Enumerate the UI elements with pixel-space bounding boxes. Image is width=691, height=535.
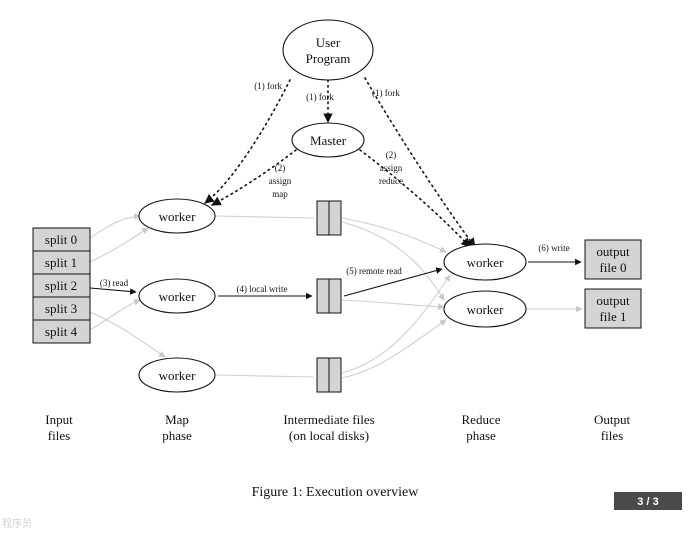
- split-label-2: split 2: [45, 278, 77, 293]
- map-worker-2: worker: [138, 278, 216, 314]
- edge-split0-to-worker1: [89, 213, 141, 239]
- label-remote-read: (5) remote read: [346, 266, 402, 276]
- reduce-worker-1: worker: [443, 243, 527, 281]
- map-worker-1: worker: [138, 198, 216, 234]
- reduce-worker-1-label: worker: [467, 255, 504, 270]
- split-label-1: split 1: [45, 255, 77, 270]
- column-labels: Input files Map phase Intermediate files…: [45, 412, 630, 443]
- label-assign-reduce-2: assign: [380, 163, 403, 173]
- col-map-line-1: Map: [165, 412, 189, 427]
- col-input-line-1: Input: [45, 412, 73, 427]
- col-input-line-2: files: [48, 428, 70, 443]
- label-assign-reduce-3: reduce: [379, 176, 403, 186]
- edge-split3-to-worker3: [89, 311, 166, 358]
- split-box-0: split 0: [32, 227, 91, 252]
- label-write: (6) write: [538, 243, 569, 253]
- page-indicator: 3 / 3: [614, 492, 682, 510]
- master-node: Master: [291, 122, 365, 158]
- split-box-3: split 3: [32, 296, 91, 321]
- edge-file3-to-reduce2: [341, 319, 447, 379]
- user-program-line-1: User: [316, 35, 341, 50]
- intermediate-file-3: [316, 357, 342, 393]
- edge-split1-to-worker1: [89, 227, 149, 263]
- edge-assign-map: [211, 149, 297, 206]
- map-worker-3: worker: [138, 357, 216, 393]
- output-file-0: output file 0: [584, 239, 642, 280]
- label-local-write: (4) local write: [237, 284, 288, 294]
- label-fork-right: (1) fork: [372, 88, 400, 98]
- col-output-line-1: Output: [594, 412, 631, 427]
- split-label-3: split 3: [45, 301, 77, 316]
- label-read: (3) read: [100, 278, 129, 288]
- output-file-0-line-2: file 0: [599, 260, 626, 275]
- map-worker-1-label: worker: [159, 209, 196, 224]
- edge-fork-left: [204, 79, 291, 204]
- col-reduce-line-2: phase: [466, 428, 496, 443]
- edge-worker3-to-file3: [215, 374, 315, 378]
- split-box-4: split 4: [32, 319, 91, 344]
- active-edges: [89, 258, 582, 300]
- inactive-edges: [89, 213, 583, 379]
- control-edges: [204, 77, 476, 248]
- col-map-line-2: phase: [162, 428, 192, 443]
- edge-read: [89, 287, 137, 295]
- intermediate-file-2: [316, 278, 342, 314]
- split-box-2: split 2: [32, 273, 91, 298]
- edge-labels: (1) fork (1) fork (1) fork (2) assign ma…: [100, 81, 570, 294]
- label-fork-center: (1) fork: [306, 92, 334, 102]
- input-splits: split 0 split 1 split 2 split 3 split 4: [32, 227, 91, 344]
- map-worker-3-label: worker: [159, 368, 196, 383]
- label-assign-reduce-1: (2): [386, 150, 397, 160]
- edge-remote-read: [343, 267, 443, 297]
- col-intermediate-line-1: Intermediate files: [283, 412, 374, 427]
- figure-caption: Figure 1: Execution overview: [252, 485, 420, 500]
- reduce-worker-2-label: worker: [467, 302, 504, 317]
- label-assign-map-1: (2): [275, 163, 286, 173]
- edge-file3-to-reduce1: [341, 274, 451, 374]
- output-file-1: output file 1: [584, 288, 642, 329]
- map-worker-2-label: worker: [159, 289, 196, 304]
- label-fork-left: (1) fork: [254, 81, 282, 91]
- master-label: Master: [310, 133, 347, 148]
- reduce-worker-2: worker: [443, 290, 527, 328]
- split-label-4: split 4: [45, 324, 78, 339]
- edge-file1-to-reduce1: [341, 217, 447, 253]
- output-file-0-line-1: output: [596, 244, 630, 259]
- output-file-1-line-2: file 1: [599, 309, 626, 324]
- label-assign-map-3: map: [272, 189, 288, 199]
- edge-fork-right: [364, 77, 476, 248]
- watermark-text: 程序员: [2, 517, 32, 530]
- edge-file1-to-reduce2: [341, 221, 445, 301]
- user-program-line-2: Program: [306, 51, 351, 66]
- edge-worker1-to-file1: [215, 215, 315, 219]
- col-intermediate-line-2: (on local disks): [289, 428, 369, 443]
- user-program-node: User Program: [282, 19, 374, 81]
- edge-split4-to-worker2: [89, 299, 141, 331]
- label-assign-map-2: assign: [269, 176, 292, 186]
- output-file-1-line-1: output: [596, 293, 630, 308]
- col-reduce-line-1: Reduce: [462, 412, 501, 427]
- split-label-0: split 0: [45, 232, 77, 247]
- split-box-1: split 1: [32, 250, 91, 275]
- edge-file2-to-reduce2: [341, 299, 445, 310]
- col-output-line-2: files: [601, 428, 623, 443]
- edge-assign-reduce: [359, 149, 471, 248]
- intermediate-file-1: [316, 200, 342, 236]
- page-indicator-text: 3 / 3: [637, 496, 658, 508]
